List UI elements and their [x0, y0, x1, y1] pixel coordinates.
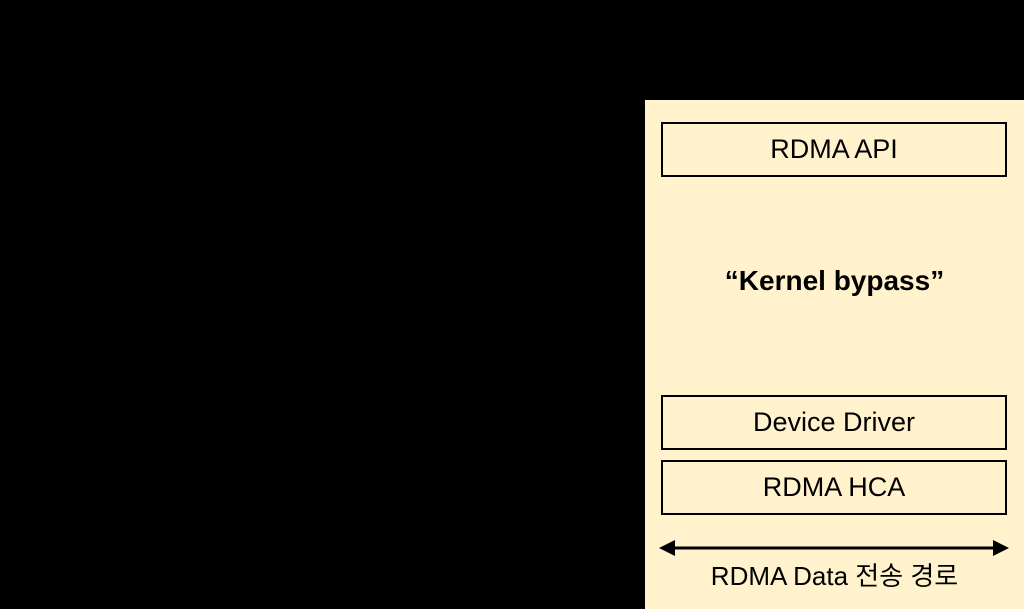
- device-driver-label: Device Driver: [752, 407, 916, 437]
- rdma-api-box: RDMA API: [661, 122, 1007, 177]
- double-arrow-icon: [659, 538, 1009, 558]
- rdma-api-label: RDMA API: [770, 134, 898, 164]
- arrow-caption: RDMA Data 전송 경로: [710, 561, 959, 591]
- rdma-hca-label: RDMA HCA: [762, 472, 906, 502]
- rdma-hca-box: RDMA HCA: [661, 460, 1007, 515]
- rdma-stack-panel: RDMA API “Kernel bypass” Device Driver R…: [645, 100, 1024, 609]
- kernel-bypass-label: “Kernel bypass”: [724, 265, 945, 296]
- device-driver-box: Device Driver: [661, 395, 1007, 450]
